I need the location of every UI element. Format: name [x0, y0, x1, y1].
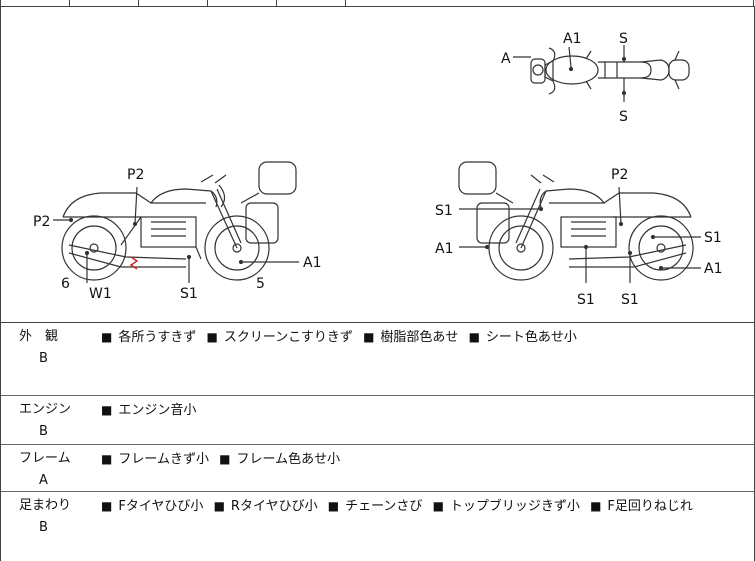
strip-cell	[207, 0, 208, 7]
right-label-s1-exhaust: S1	[621, 292, 639, 308]
top-label-a: A	[501, 51, 511, 67]
strip-cell	[69, 0, 70, 7]
bullet: ■	[327, 499, 340, 513]
left-side-motorcycle	[53, 161, 299, 283]
bullet: ■	[468, 330, 480, 344]
left-label-5: 5	[256, 276, 265, 292]
row-item: Rタイヤひび小	[230, 499, 318, 514]
strip-cell	[0, 0, 1, 7]
row-item: トップブリッジきず小	[449, 499, 580, 514]
row-category: 外 観	[19, 329, 59, 344]
left-label-s1: S1	[180, 286, 198, 302]
row-category: 足まわり	[19, 498, 72, 513]
bullet: ■	[363, 330, 375, 344]
row-item: シート色あせ小	[485, 330, 577, 345]
top-label-s-bottom: S	[619, 109, 628, 125]
right-label-a1-rear: A1	[704, 261, 722, 277]
bullet: ■	[206, 330, 218, 344]
strip-cell	[276, 0, 277, 7]
row-items: ■ Fタイヤひび小 ■ Rタイヤひび小 ■ チェーンさび ■ トップブリッジきず小 ■ F…	[101, 498, 699, 515]
row-item: Fタイヤひび小	[118, 499, 204, 514]
row-item: フレーム色あせ小	[236, 452, 341, 467]
row-grade: A	[39, 473, 48, 488]
row-items: ■ フレームきず小 ■ フレーム色あせ小	[101, 451, 346, 468]
row-item: 各所うすきず	[118, 330, 197, 345]
bullet: ■	[101, 330, 113, 344]
strip-cell	[753, 0, 754, 7]
row-item: フレームきず小	[118, 452, 209, 467]
row-item: エンジン音小	[118, 403, 197, 418]
left-label-6: 6	[61, 276, 70, 292]
row-items: ■ エンジン音小	[101, 402, 202, 419]
left-label-p2-side: P2	[33, 214, 50, 230]
condition-row-frame: フレーム A ■ フレームきず小 ■ フレーム色あせ小	[0, 445, 755, 492]
top-label-s-top: S	[619, 31, 628, 47]
bullet: ■	[213, 499, 225, 513]
right-label-a1-case: A1	[435, 241, 453, 257]
row-grade: B	[39, 520, 48, 535]
row-category: フレーム	[19, 451, 71, 466]
bullet: ■	[101, 452, 113, 466]
condition-row-engine: エンジン B ■ エンジン音小	[0, 396, 755, 445]
row-item: 樹脂部色あせ	[380, 330, 459, 345]
bullet: ■	[432, 499, 444, 513]
motorcycle-diagram-svg: A A1 S S	[33, 31, 722, 308]
top-view-motorcycle	[513, 45, 690, 102]
left-label-w1: W1	[89, 286, 112, 302]
right-side-motorcycle	[458, 161, 701, 283]
row-grade: B	[39, 351, 48, 366]
bullet: ■	[101, 403, 113, 417]
condition-row-exterior: 外 観 B ■ 各所うすきず ■ スクリーンこすりきず ■ 樹脂部色あせ ■ シート色あ…	[0, 323, 755, 396]
condition-row-suspension: 足まわり B ■ Fタイヤひび小 ■ Rタイヤひび小 ■ チェーンさび ■ トップブリッ…	[0, 492, 755, 561]
damage-diagram: A A1 S S	[0, 7, 755, 323]
left-label-a1: A1	[303, 255, 321, 271]
bullet: ■	[219, 452, 231, 466]
bullet: ■	[101, 499, 113, 513]
row-items: ■ 各所うすきず ■ スクリーンこすりきず ■ 樹脂部色あせ ■ シート色あせ小	[101, 329, 583, 346]
row-item: スクリーンこすりきず	[223, 330, 353, 345]
top-table-strip	[0, 0, 755, 7]
left-label-p2-top: P2	[127, 167, 144, 183]
row-item: F足回りねじれ	[607, 499, 693, 514]
row-category: エンジン	[19, 402, 72, 417]
right-label-s1-engine: S1	[577, 292, 595, 308]
strip-cell	[345, 0, 346, 7]
row-grade: B	[39, 424, 48, 439]
row-item: チェーンさび	[345, 499, 423, 514]
right-label-s1-case: S1	[435, 203, 453, 219]
right-label-s1-rear: S1	[704, 230, 722, 246]
bullet: ■	[590, 499, 602, 513]
right-label-p2: P2	[611, 167, 628, 183]
top-label-a1: A1	[563, 31, 581, 47]
strip-cell	[138, 0, 139, 7]
